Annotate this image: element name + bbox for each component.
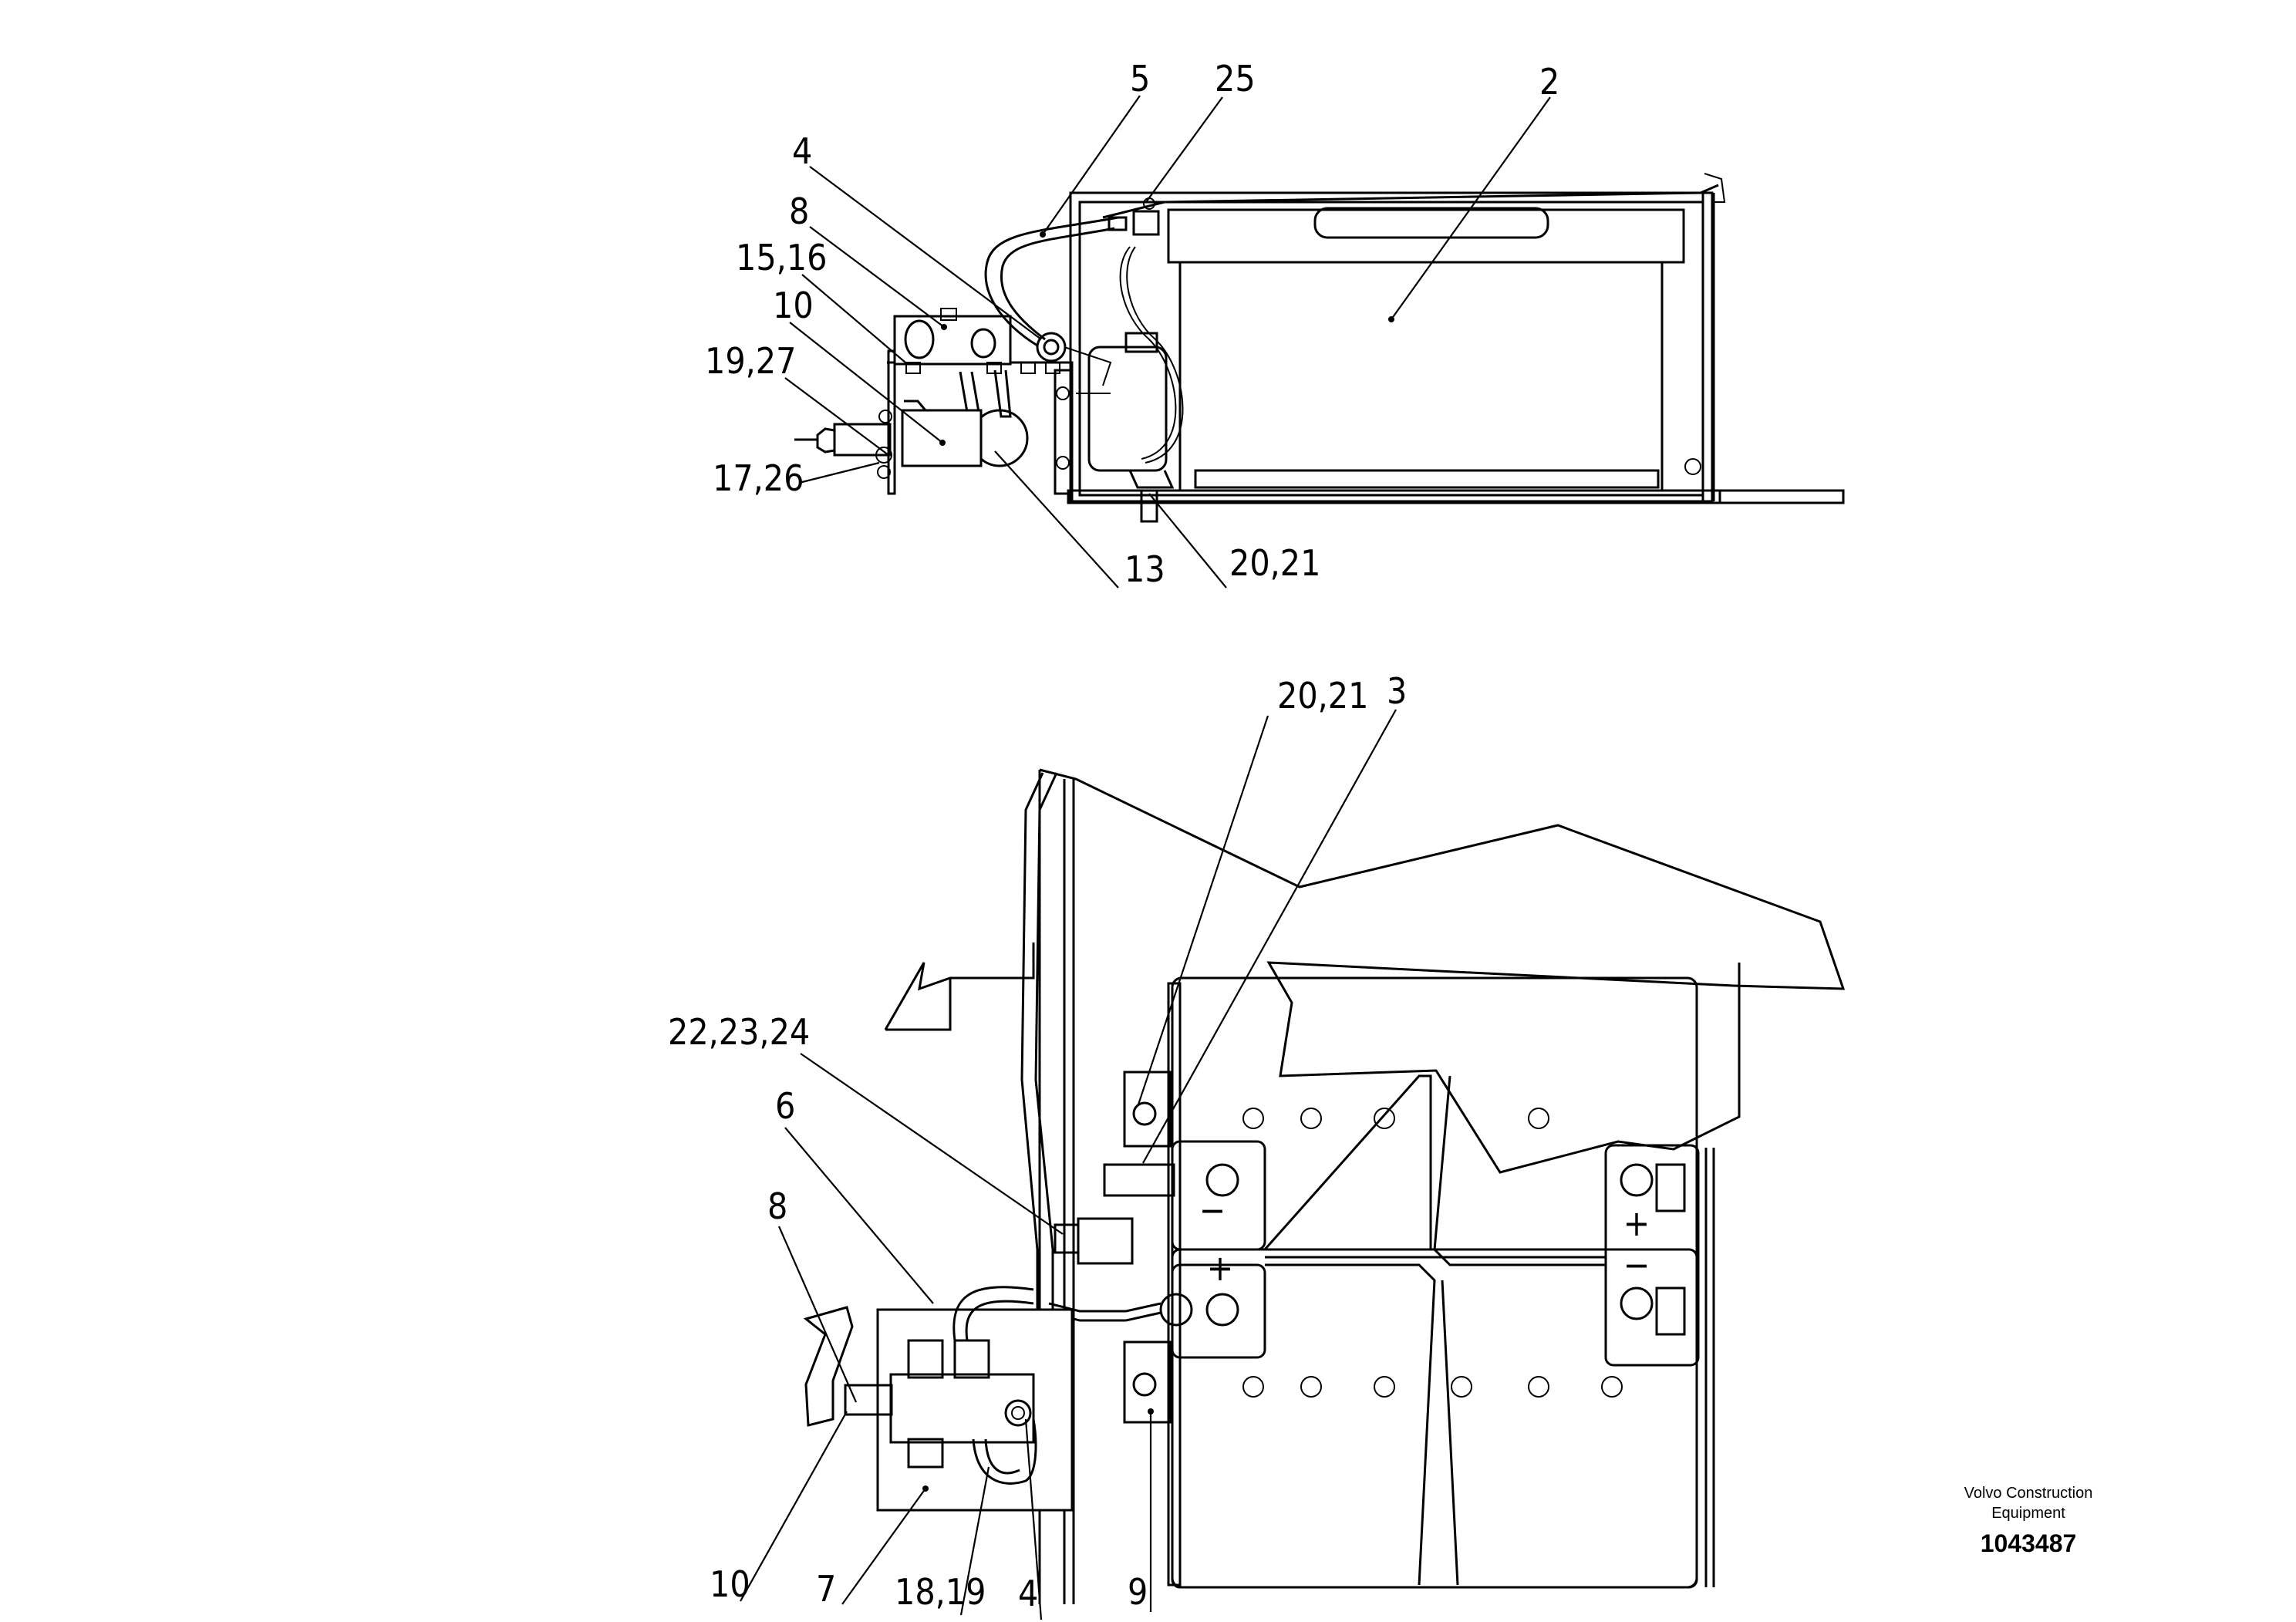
callout-2: 2 [1539,61,1559,103]
bottom-view-assembly [803,768,1846,1604]
callout-13: 13 [1124,548,1165,590]
terminal-plus-center: + [1207,1247,1234,1289]
callout-7: 7 [816,1568,836,1610]
callout-17-26: 17,26 [713,457,804,499]
callout-4: 4 [792,130,812,172]
callout-15-16: 15,16 [736,237,827,278]
callout-5: 5 [1130,58,1150,99]
callout-20-21: 20,21 [1229,542,1320,584]
callout-9: 9 [1128,1571,1148,1613]
callout-25: 25 [1215,58,1256,99]
terminal-marks: − + + − [1199,1189,1650,1289]
top-view-leaders [784,95,1551,588]
bottom-view-leaders [740,709,1397,1620]
document-number: 1043487 [1981,1529,2077,1557]
brand-line-1: Volvo Construction [1964,1485,2093,1502]
callout-3: 3 [1387,670,1407,712]
title-block: Volvo Construction Equipment 1043487 [1964,1485,2093,1557]
callout-22-23-24: 22,23,24 [668,1011,810,1053]
terminal-minus-right: − [1623,1244,1650,1286]
terminal-plus-right: + [1623,1202,1650,1244]
callout-6: 6 [775,1085,795,1127]
callout-10: 10 [773,285,814,326]
callout-18-19: 18,19 [895,1571,986,1613]
callout-8: 8 [789,191,809,232]
top-view-callouts: 5 25 2 4 8 15,16 10 19,27 17,26 13 20,21 [705,58,1559,590]
callout-8-bottom: 8 [767,1185,787,1227]
bottom-view-callouts: 20,21 3 22,23,24 6 8 10 7 18,19 4 9 [668,670,1407,1614]
callout-20-21-bottom: 20,21 [1277,675,1368,717]
top-view-assembly [794,173,1845,523]
callout-4-bottom: 4 [1018,1573,1038,1614]
callout-19-27: 19,27 [705,340,796,382]
callout-10-bottom: 10 [710,1563,750,1605]
terminal-minus-left: − [1199,1189,1226,1231]
brand-line-2: Equipment [1991,1505,2065,1522]
